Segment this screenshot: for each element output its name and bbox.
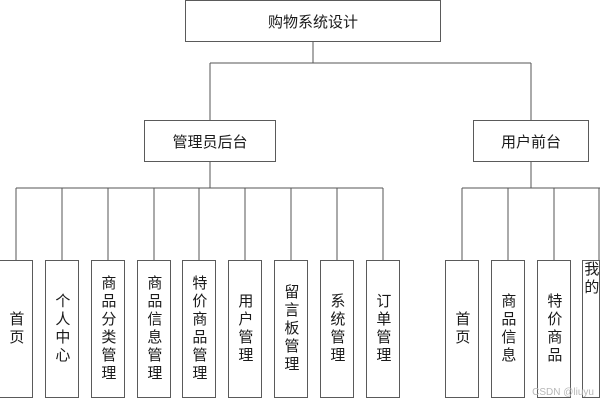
watermark-text: CSDN @liuyu	[532, 387, 594, 398]
leaf-label: 商品信息管理	[145, 275, 164, 383]
leaf-label: 我的	[582, 261, 600, 297]
leaf-node: 特价商品	[537, 260, 571, 398]
leaf-label: 商品分类管理	[99, 275, 118, 383]
leaf-node: 商品分类管理	[91, 260, 125, 398]
branch-label: 管理员后台	[172, 132, 248, 151]
leaf-label: 特价商品管理	[190, 275, 209, 383]
leaf-label: 系统管理	[328, 293, 347, 365]
leaf-node: 系统管理	[320, 260, 354, 398]
leaf-node: 我的	[582, 260, 600, 398]
leaf-label: 首页	[453, 311, 472, 347]
branch-node-admin: 管理员后台	[144, 120, 276, 162]
leaf-node: 用户管理	[228, 260, 262, 398]
leaf-label: 个人中心	[53, 293, 72, 365]
leaf-label: 商品信息	[499, 293, 518, 365]
leaf-label: 订单管理	[374, 293, 393, 365]
leaf-node: 留言板管理	[274, 260, 308, 398]
leaf-node: 特价商品管理	[182, 260, 216, 398]
leaf-label: 首页	[7, 311, 26, 347]
branch-label: 用户前台	[500, 132, 561, 151]
leaf-node: 商品信息管理	[137, 260, 171, 398]
leaf-label: 特价商品	[545, 293, 564, 365]
root-node: 购物系统设计	[185, 0, 441, 42]
root-label: 购物系统设计	[267, 12, 358, 31]
leaf-node: 首页	[0, 260, 33, 398]
leaf-node: 个人中心	[45, 260, 79, 398]
leaf-node: 首页	[445, 260, 479, 398]
leaf-label: 用户管理	[236, 293, 255, 365]
leaf-node: 商品信息	[491, 260, 525, 398]
leaf-node: 订单管理	[366, 260, 400, 398]
leaf-label: 留言板管理	[282, 284, 301, 374]
branch-node-user: 用户前台	[473, 120, 589, 162]
